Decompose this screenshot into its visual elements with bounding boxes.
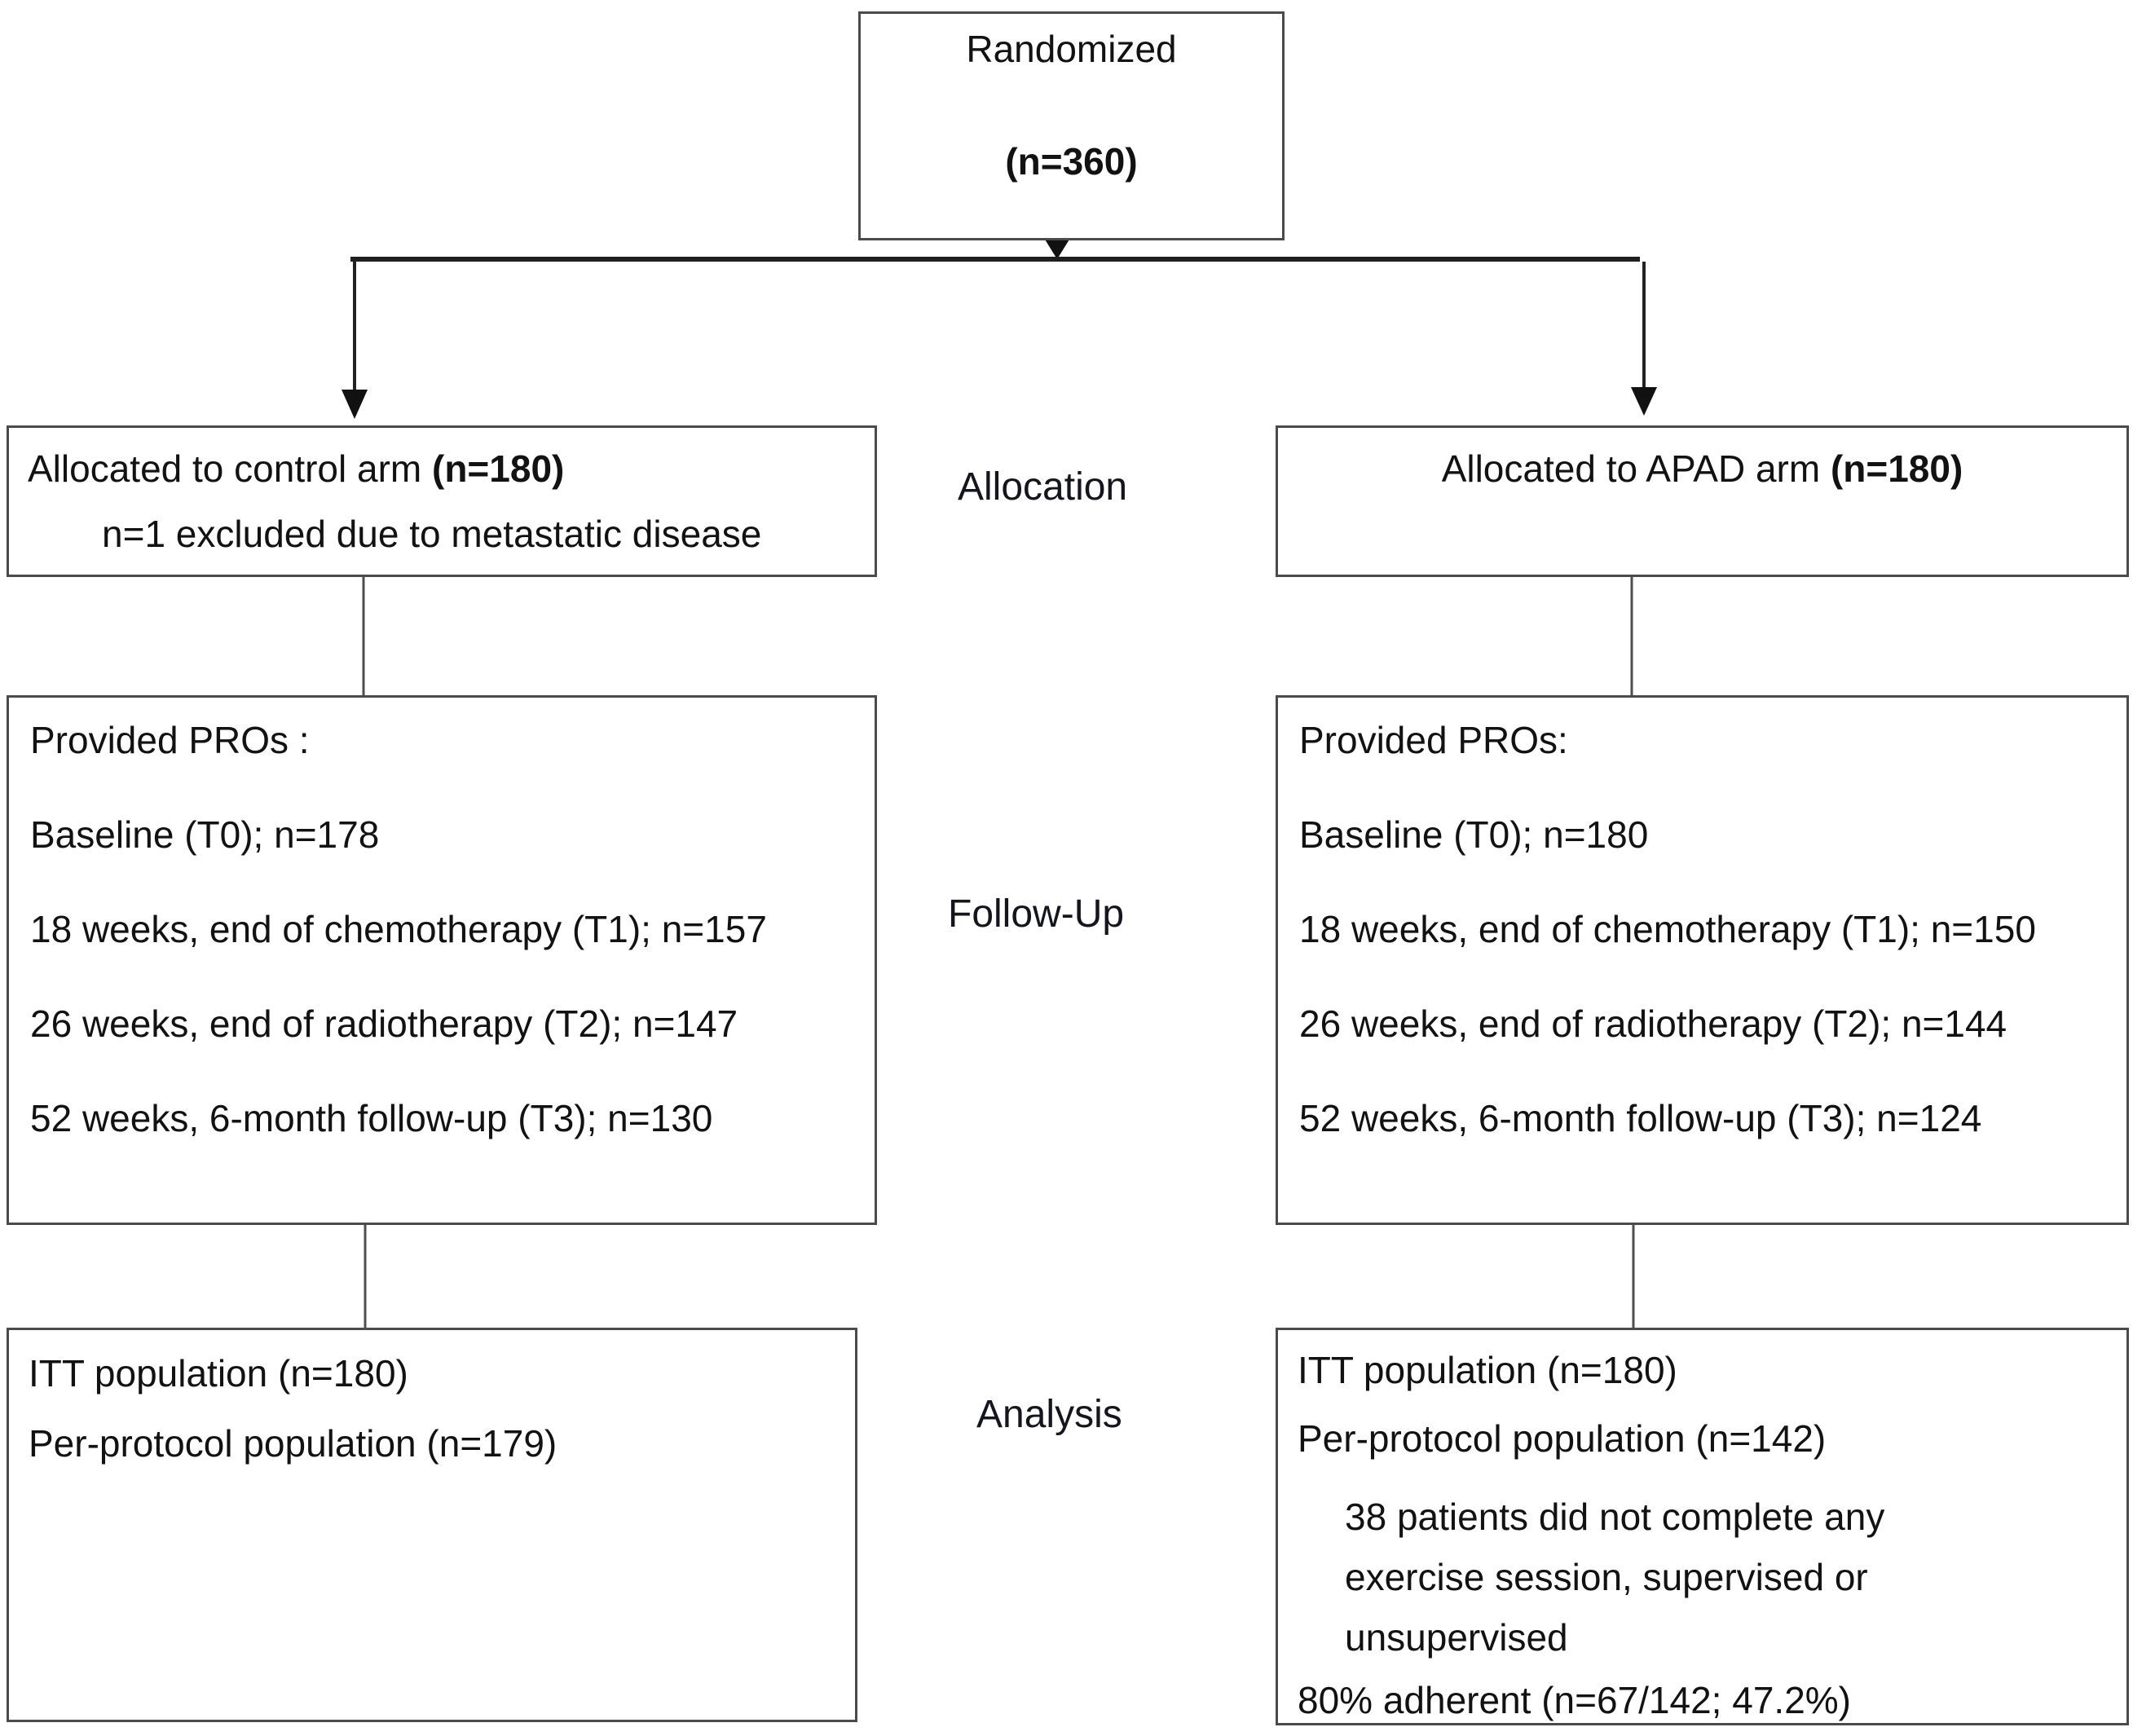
control-followup-box: Provided PROs : Baseline (T0); n=178 18 … — [7, 695, 877, 1225]
randomized-n: (n=360) — [1005, 140, 1138, 183]
control-allocation-box: Allocated to control arm (n=180) n=1 exc… — [7, 425, 877, 577]
control-allocation-n: (n=180) — [432, 447, 565, 490]
apad-allocation-line: Allocated to APAD arm (n=180) — [1286, 444, 2118, 493]
right-branch-arrowhead — [1631, 387, 1657, 416]
control-followup-t1: 18 weeks, end of chemotherapy (T1); n=15… — [30, 908, 767, 950]
control-excluded-note: n=1 excluded due to metastatic disease — [102, 513, 762, 555]
apad-followup-t3: 52 weeks, 6-month follow-up (T3); n=124 — [1299, 1097, 1982, 1139]
apad-allocation-text: Allocated to APAD arm — [1441, 447, 1831, 490]
apad-allocation-box: Allocated to APAD arm (n=180) — [1276, 425, 2129, 577]
apad-exclusion-note-line3: unsupervised — [1345, 1616, 1568, 1659]
randomized-box: Randomized (n=360) — [858, 11, 1285, 240]
control-followup-t3: 52 weeks, 6-month follow-up (T3); n=130 — [30, 1097, 713, 1139]
apad-followup-t2: 26 weeks, end of radiotherapy (T2); n=14… — [1299, 1002, 2007, 1045]
apad-adherence-line: 80% adherent (n=67/142; 47.2%) — [1298, 1679, 1851, 1721]
apad-itt-population: ITT population (n=180) — [1298, 1349, 1677, 1391]
apad-exclusion-note-line1: 38 patients did not complete any — [1345, 1496, 1885, 1538]
apad-per-protocol-population: Per-protocol population (n=142) — [1298, 1417, 1827, 1460]
control-itt-population: ITT population (n=180) — [29, 1352, 408, 1395]
apad-followup-t1: 18 weeks, end of chemotherapy (T1); n=15… — [1299, 908, 2036, 950]
apad-exclusion-note-line2: exercise session, supervised or — [1345, 1556, 1868, 1598]
randomized-title: Randomized — [966, 28, 1177, 70]
apad-followup-box: Provided PROs: Baseline (T0); n=180 18 w… — [1276, 695, 2129, 1225]
control-per-protocol-population: Per-protocol population (n=179) — [29, 1422, 557, 1465]
apad-analysis-box: ITT population (n=180) Per-protocol popu… — [1276, 1328, 2129, 1725]
stage-label-analysis: Analysis — [976, 1393, 1122, 1436]
left-branch-arrowhead — [342, 390, 368, 419]
apad-followup-header: Provided PROs: — [1299, 719, 1568, 761]
control-allocation-line: Allocated to control arm (n=180) — [28, 444, 862, 493]
control-followup-header: Provided PROs : — [30, 719, 310, 761]
control-followup-t0: Baseline (T0); n=178 — [30, 813, 380, 856]
control-analysis-box: ITT population (n=180) Per-protocol popu… — [7, 1328, 857, 1722]
apad-followup-t0: Baseline (T0); n=180 — [1299, 813, 1649, 856]
apad-allocation-n: (n=180) — [1830, 447, 1963, 490]
stage-label-allocation: Allocation — [958, 465, 1128, 509]
control-followup-t2: 26 weeks, end of radiotherapy (T2); n=14… — [30, 1002, 738, 1045]
randomized-arrowhead — [1042, 236, 1072, 259]
control-allocation-text: Allocated to control arm — [28, 447, 433, 490]
stage-label-followup: Follow-Up — [948, 892, 1125, 936]
